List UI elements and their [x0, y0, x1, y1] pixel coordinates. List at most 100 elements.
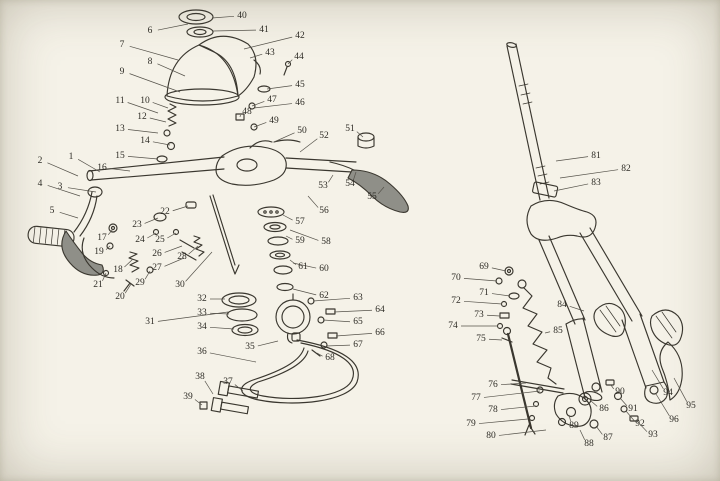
part-number-label: 13	[115, 124, 125, 134]
part-number-label: 74	[448, 321, 458, 331]
part-number-label: 60	[319, 264, 329, 274]
leader-line	[292, 262, 317, 269]
leader-line	[157, 23, 189, 31]
part-number-label: 4	[38, 179, 43, 189]
part-number-label: 29	[135, 278, 145, 288]
part-number-label: 64	[375, 305, 385, 315]
leader-line	[635, 419, 648, 432]
leader-line	[172, 205, 189, 212]
leader-line	[483, 390, 541, 398]
part-number-label: 39	[183, 392, 193, 402]
part-number-label: 63	[353, 293, 363, 303]
part-number-label: 2	[38, 156, 43, 166]
leader-line	[491, 267, 507, 272]
part-number-label: 83	[591, 178, 601, 188]
part-number-label: 22	[160, 207, 170, 217]
leader-line	[377, 186, 385, 195]
part-number-label: 55	[367, 192, 377, 202]
part-number-label: 94	[663, 388, 673, 398]
part-number-label: 69	[479, 262, 489, 272]
leader-line	[164, 257, 185, 267]
leader-line	[144, 270, 151, 280]
leader-line	[257, 340, 279, 347]
leader-line	[212, 29, 257, 32]
part-number-label: 95	[686, 401, 696, 411]
part-number-label: 12	[137, 112, 147, 122]
part-number-label: 62	[319, 291, 329, 301]
part-number-label: 8	[148, 57, 153, 67]
leader-line	[129, 45, 179, 61]
leader-line	[209, 326, 235, 330]
leader-line	[152, 141, 171, 146]
handlebar-assembly-drawing	[27, 9, 409, 415]
part-number-label: 25	[155, 235, 165, 245]
part-number-label: 96	[669, 415, 679, 425]
leader-line	[285, 235, 293, 240]
part-number-label: 51	[345, 124, 355, 134]
part-number-label: 67	[353, 340, 363, 350]
part-number-label: 46	[295, 98, 305, 108]
leader-line	[59, 211, 79, 219]
part-number-label: 58	[321, 237, 331, 247]
front-fork-assembly-drawing	[495, 42, 684, 436]
leader-line	[486, 314, 501, 317]
part-number-label: 80	[486, 431, 496, 441]
leader-line	[47, 185, 81, 197]
leader-line	[209, 352, 257, 363]
leader-line	[500, 405, 537, 410]
part-number-label: 16	[97, 163, 107, 173]
part-number-label: 61	[298, 262, 308, 272]
leader-line	[107, 228, 114, 236]
leader-line	[353, 171, 357, 180]
leader-line	[152, 102, 169, 109]
part-number-label: 78	[488, 405, 498, 415]
leader-line	[595, 425, 603, 435]
leader-line	[127, 102, 159, 114]
leader-line	[312, 297, 351, 302]
part-number-label: 32	[197, 294, 207, 304]
part-number-label: 47	[267, 95, 277, 105]
part-number-label: 85	[553, 326, 563, 336]
leader-line	[316, 352, 323, 357]
part-number-label: 53	[318, 181, 328, 191]
leader-line	[287, 59, 293, 65]
part-number-label: 35	[245, 342, 255, 352]
part-number-label: 90	[615, 387, 625, 397]
part-number-label: 87	[603, 433, 613, 443]
leader-line	[651, 369, 664, 390]
part-number-label: 89	[569, 421, 579, 431]
part-number-label: 5	[50, 206, 55, 216]
leader-line	[500, 382, 527, 386]
part-number-label: 48	[242, 107, 252, 117]
part-number-label: 81	[591, 151, 601, 161]
leader-line	[619, 397, 628, 407]
part-number-label: 57	[295, 217, 305, 227]
part-number-label: 52	[319, 131, 329, 141]
leader-line	[157, 63, 186, 77]
leader-line	[610, 384, 614, 390]
part-number-label: 37	[223, 377, 233, 387]
leader-line	[328, 174, 334, 183]
part-number-label: 34	[197, 322, 207, 332]
part-number-label: 43	[265, 48, 275, 58]
part-number-label: 18	[113, 265, 123, 275]
part-number-label: 54	[345, 179, 355, 189]
leader-line	[194, 399, 203, 406]
part-number-label: 66	[375, 328, 385, 338]
part-number-label: 38	[195, 372, 205, 382]
leader-line	[491, 293, 511, 297]
part-number-label: 28	[177, 252, 187, 262]
part-number-label: 79	[466, 419, 476, 429]
leader-line	[144, 217, 159, 224]
part-number-label: 59	[295, 236, 305, 246]
part-number-label: 19	[94, 247, 104, 257]
leader-line	[47, 162, 79, 177]
part-number-label: 27	[152, 263, 162, 273]
leader-line	[124, 258, 134, 268]
part-number-label: 33	[197, 308, 207, 318]
leader-line	[266, 85, 293, 90]
part-number-label: 72	[451, 296, 461, 306]
leader-line	[335, 332, 373, 337]
